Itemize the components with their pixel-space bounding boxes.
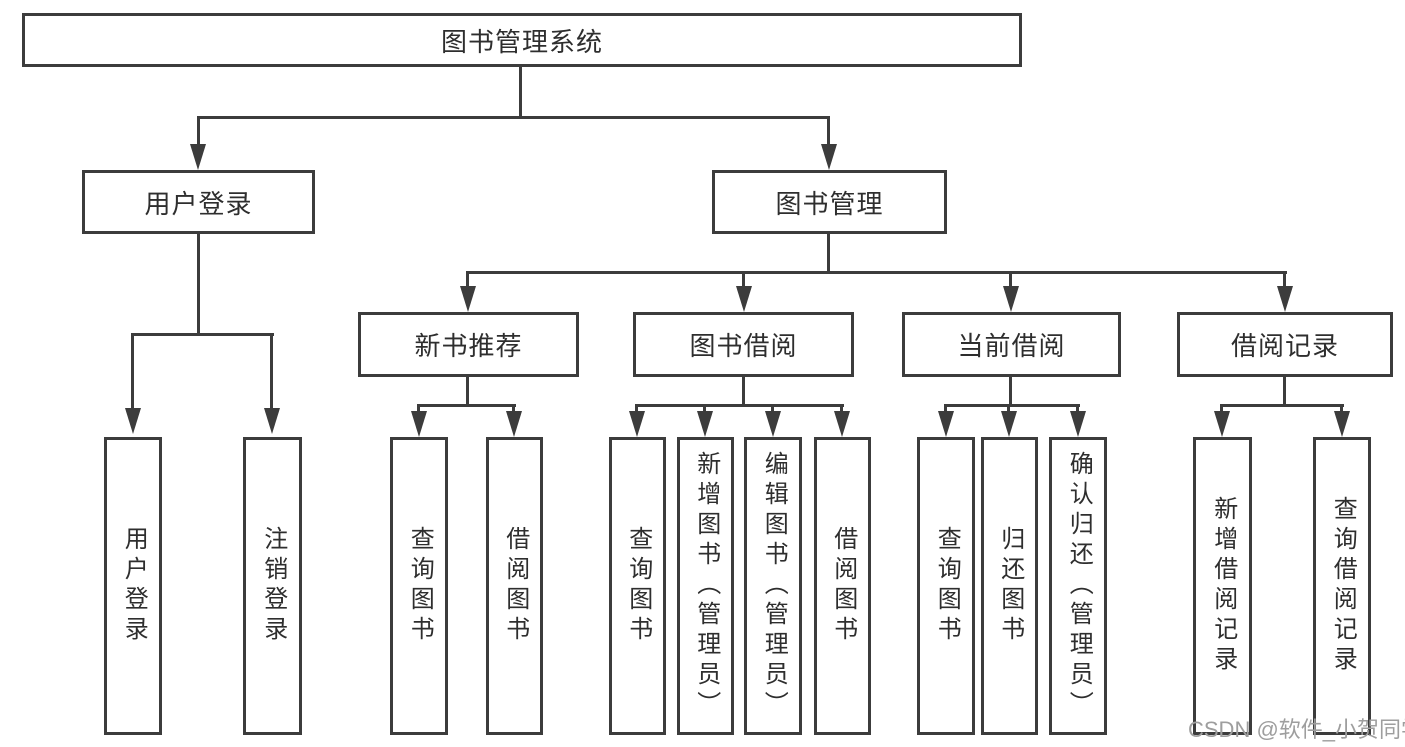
connector-line bbox=[270, 333, 273, 410]
connector-line bbox=[944, 404, 947, 414]
connector-line bbox=[771, 404, 774, 414]
connector-line bbox=[1283, 377, 1286, 406]
connector-arrow bbox=[834, 411, 850, 437]
connector-line bbox=[466, 377, 469, 406]
leaf-edit-book-admin: 编辑图书（管理员） bbox=[744, 437, 802, 735]
connector-line bbox=[944, 404, 1080, 407]
connector-line bbox=[417, 404, 420, 414]
leaf-add-book-admin: 新增图书（管理员） bbox=[677, 437, 734, 735]
node-root: 图书管理系统 bbox=[22, 13, 1022, 67]
node-current-borrow: 当前借阅 bbox=[902, 312, 1121, 377]
connector-line bbox=[519, 67, 522, 118]
node-user-login: 用户登录 bbox=[82, 170, 315, 234]
connector-line bbox=[742, 271, 745, 288]
connector-arrow bbox=[1003, 286, 1019, 312]
connector-line bbox=[1220, 404, 1223, 414]
connector-line bbox=[131, 333, 274, 336]
connector-arrow bbox=[460, 286, 476, 312]
connector-arrow bbox=[1277, 286, 1293, 312]
connector-line bbox=[512, 404, 515, 414]
leaf-borrow-books: 借阅图书 bbox=[814, 437, 871, 735]
connector-line bbox=[1076, 404, 1079, 414]
connector-line bbox=[1340, 404, 1343, 414]
connector-line bbox=[827, 234, 830, 273]
connector-line bbox=[466, 271, 469, 288]
connector-line bbox=[1009, 377, 1012, 406]
node-borrow-records: 借阅记录 bbox=[1177, 312, 1393, 377]
connector-arrow bbox=[821, 144, 837, 170]
leaf-query-books: 查询图书 bbox=[390, 437, 448, 735]
connector-arrow bbox=[697, 411, 713, 437]
watermark: CSDN @软件_小贺同学 bbox=[1188, 717, 1405, 742]
connector-arrow bbox=[506, 411, 522, 437]
connector-arrow bbox=[938, 411, 954, 437]
leaf-return-books: 归还图书 bbox=[981, 437, 1038, 735]
leaf-query-borrow-record: 查询借阅记录 bbox=[1313, 437, 1371, 735]
connector-arrow bbox=[765, 411, 781, 437]
connector-line bbox=[1283, 271, 1286, 288]
connector-line bbox=[742, 377, 745, 406]
connector-line bbox=[466, 271, 1287, 274]
connector-line bbox=[635, 404, 638, 414]
connector-arrow bbox=[411, 411, 427, 437]
leaf-add-borrow-record: 新增借阅记录 bbox=[1193, 437, 1252, 735]
connector-line bbox=[197, 116, 830, 119]
connector-arrow bbox=[1001, 411, 1017, 437]
connector-line bbox=[131, 333, 134, 410]
leaf-user-login: 用户登录 bbox=[104, 437, 162, 735]
connector-arrow bbox=[1070, 411, 1086, 437]
connector-arrow bbox=[190, 144, 206, 170]
node-new-book-recommend: 新书推荐 bbox=[358, 312, 579, 377]
connector-line bbox=[635, 404, 844, 407]
node-book-borrow: 图书借阅 bbox=[633, 312, 854, 377]
connector-line bbox=[1009, 271, 1012, 288]
connector-arrow bbox=[1214, 411, 1230, 437]
connector-line bbox=[197, 234, 200, 335]
connector-line bbox=[1007, 404, 1010, 414]
node-book-management: 图书管理 bbox=[712, 170, 947, 234]
connector-line bbox=[703, 404, 706, 414]
connector-arrow bbox=[125, 408, 141, 434]
connector-arrow bbox=[736, 286, 752, 312]
connector-line bbox=[827, 116, 830, 147]
connector-line bbox=[197, 116, 200, 147]
connector-line bbox=[1220, 404, 1344, 407]
connector-arrow bbox=[264, 408, 280, 434]
connector-line bbox=[840, 404, 843, 414]
leaf-borrow-books: 借阅图书 bbox=[486, 437, 543, 735]
connector-arrow bbox=[1334, 411, 1350, 437]
leaf-confirm-return-admin: 确认归还（管理员） bbox=[1049, 437, 1107, 735]
leaf-logout: 注销登录 bbox=[243, 437, 302, 735]
leaf-query-books: 查询图书 bbox=[917, 437, 975, 735]
leaf-query-books: 查询图书 bbox=[609, 437, 666, 735]
connector-line bbox=[417, 404, 516, 407]
connector-arrow bbox=[629, 411, 645, 437]
